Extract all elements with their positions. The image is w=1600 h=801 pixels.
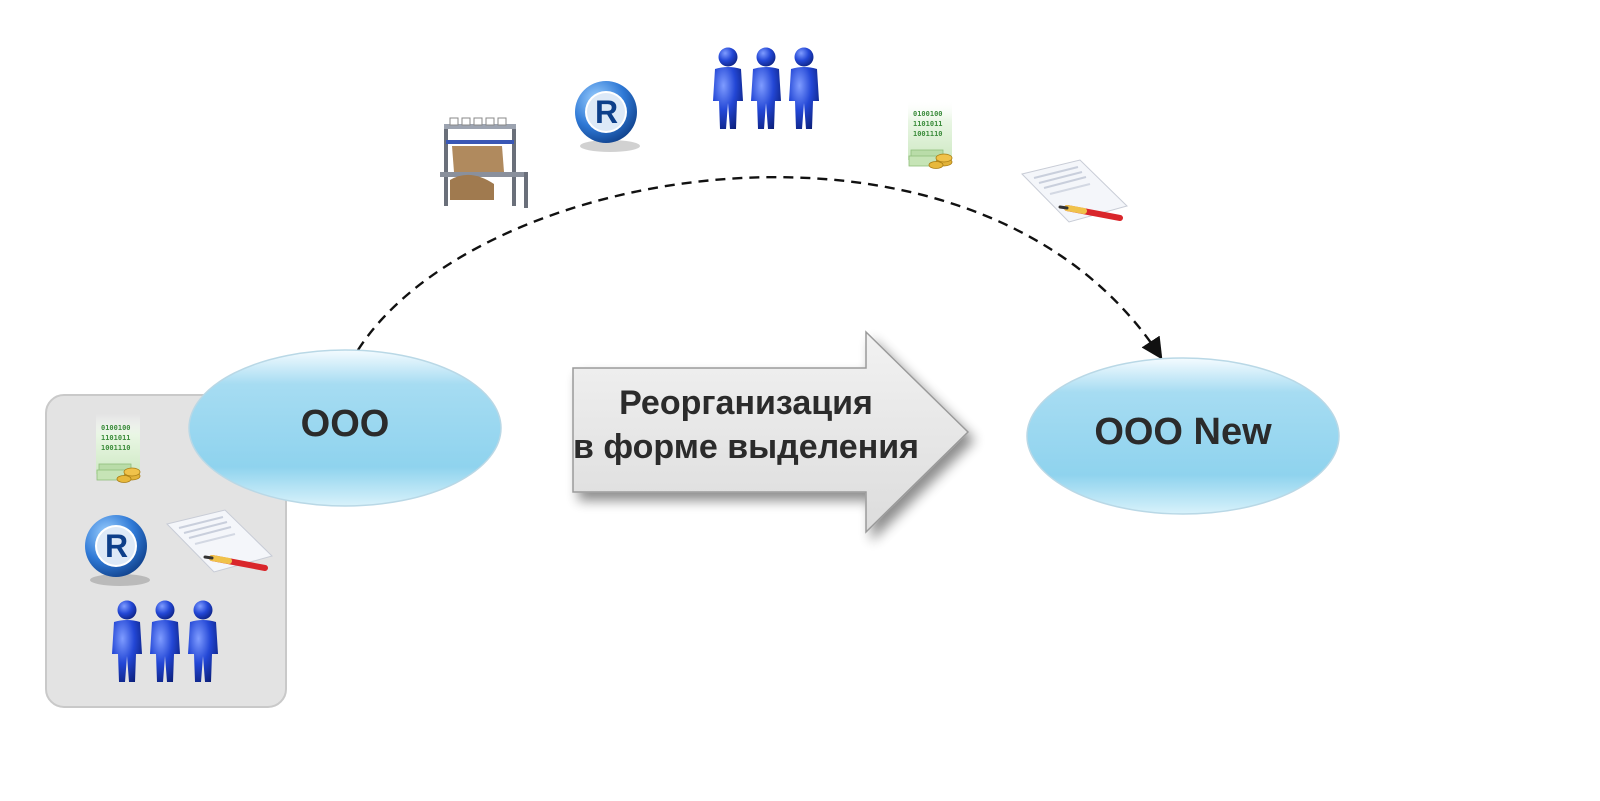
target-node: ООО New — [1026, 357, 1340, 515]
svg-text:1101011: 1101011 — [101, 434, 131, 442]
trademark-icon: R — [575, 81, 640, 152]
workbench-icon — [439, 117, 529, 209]
svg-text:1001110: 1001110 — [101, 444, 131, 452]
svg-text:1001110: 1001110 — [913, 130, 943, 138]
target-node-label: ООО New — [1094, 411, 1272, 453]
source-node-label: ООО — [301, 403, 390, 445]
trademark-icon: R — [85, 515, 150, 586]
money-binary-icon: 0100100 1101011 1001110 — [95, 413, 141, 483]
svg-text:R: R — [595, 94, 618, 130]
money-binary-icon: 0100100 1101011 1001110 — [907, 99, 953, 169]
source-node: ООО — [188, 349, 502, 507]
process-arrow — [572, 330, 970, 534]
svg-text:0100100: 0100100 — [101, 424, 131, 432]
transfer-arc — [356, 175, 1163, 360]
svg-text:R: R — [105, 528, 128, 564]
people-group-icon — [713, 48, 819, 130]
contract-pen-icon — [1022, 160, 1127, 224]
svg-text:0100100: 0100100 — [913, 110, 943, 118]
svg-text:1101011: 1101011 — [913, 120, 943, 128]
process-arrow-label-line1: Реорганизация — [619, 384, 873, 422]
process-arrow-label-line2: в форме выделения — [573, 428, 919, 466]
